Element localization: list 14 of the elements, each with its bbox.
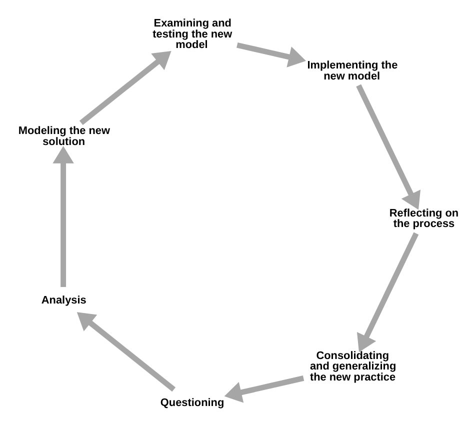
arrow <box>356 84 420 210</box>
node-text: Analysis <box>40 294 86 306</box>
node-text: Questioning <box>160 396 224 408</box>
node-text: Modeling the new solution <box>18 124 110 148</box>
node-text: Consolidating and generalizing the new practice <box>309 349 396 384</box>
arrow <box>356 232 418 352</box>
arrow <box>52 146 74 287</box>
arrow <box>236 42 306 67</box>
node-text: Implementing the new model <box>306 58 398 82</box>
arrow <box>224 375 304 402</box>
arrow <box>78 50 171 125</box>
arrow <box>76 312 176 392</box>
node-text: Examining and testing the new model <box>152 16 232 51</box>
node-text: Reflecting on the process <box>388 206 458 230</box>
